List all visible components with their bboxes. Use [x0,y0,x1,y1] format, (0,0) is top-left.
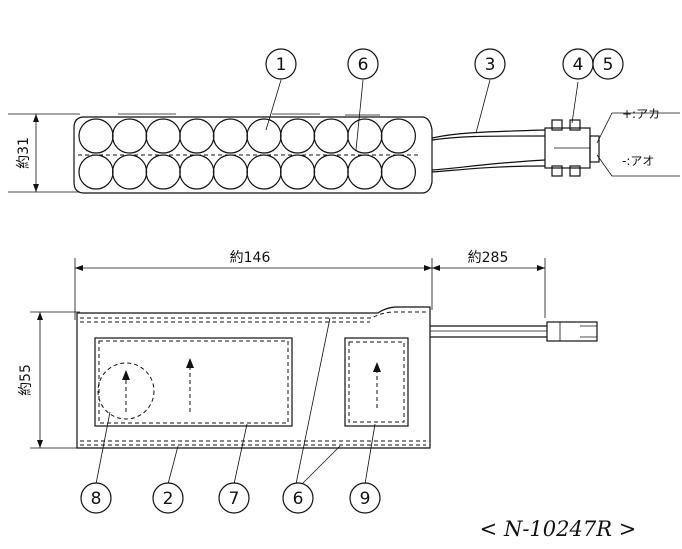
cell-1-8 [313,118,349,154]
cell-2-9 [347,154,383,190]
callout-3: 3 [474,48,506,80]
leader-6-top [355,79,364,151]
dim-width-label: 約55 [18,364,34,396]
cell-1-5 [212,118,248,154]
callout-7-text: 7 [229,489,240,509]
dim-length-label: 約146 [230,250,271,266]
top-pack-outline [73,116,433,194]
callout-4-text: 4 [573,55,584,75]
cell-2-4 [179,154,215,190]
leader-3 [475,79,491,134]
cell-1-10 [380,118,416,154]
dim-height-top: 約31 [8,113,80,193]
cell-2-2 [112,154,148,190]
callout-8-text: 8 [91,489,102,509]
top-cable-upper-2 [431,135,546,141]
sub-label-arrow-head [373,362,381,372]
bottom-connector [546,321,598,342]
leader-6-bottom-a [295,317,331,485]
callout-6-top: 6 [347,48,379,80]
label-arrow-head [186,358,194,368]
cell-2-7 [280,154,316,190]
top-connector [544,119,600,177]
bottom-top-dashed-edge [80,311,426,319]
positive-leader [596,112,680,144]
bottom-view: 約146 約285 約55 [18,250,598,485]
leader-1 [265,79,282,131]
dim-length: 約146 [74,250,433,320]
cell-1-7 [280,118,316,154]
callout-1-text: 1 [276,55,287,75]
callout-2: 2 [152,482,184,514]
cell-2-3 [145,154,181,190]
callout-5-text: 5 [603,55,614,75]
cell-1-9 [347,118,383,154]
dim-lead-label: 約285 [468,250,509,266]
drawing-code: < N-10247R > [480,517,637,541]
bottom-pack-outline [76,306,431,449]
cell-2-10 [380,154,416,190]
mark-circle [97,362,155,420]
negative-leader [596,154,680,177]
cell-2-6 [246,154,282,190]
leader-4 [571,81,579,124]
leader-9 [364,423,376,485]
leader-8 [95,411,111,485]
top-cable-lower-2 [431,165,546,173]
leader-7 [233,423,248,485]
cell-1-4 [179,118,215,154]
callout-9: 9 [349,482,381,514]
dim-lead: 約285 [432,250,546,318]
callout-1: 1 [265,48,297,80]
callout-9-text: 9 [360,489,371,509]
dim-height-top-label: 約31 [16,137,32,169]
cell-1-3 [145,118,181,154]
leader-2 [167,445,179,485]
top-cable-lower [431,159,546,171]
callout-6-bottom: 6 [282,482,314,514]
callout-3-text: 3 [485,55,496,75]
negative-label: -:アオ [622,154,654,168]
callout-2-text: 2 [163,489,174,509]
sub-label-inner [348,341,405,423]
mark-arrow-head [122,370,130,380]
cell-array [78,118,416,190]
dim-width: 約55 [18,311,80,449]
callout-8: 8 [80,482,112,514]
cell-2-8 [313,154,349,190]
top-cable-upper [431,129,546,139]
top-view: +:アカ -:アオ 約31 [8,79,680,194]
positive-label: +:アカ [622,107,660,121]
cell-1-6 [246,118,282,154]
sub-label-outer [344,337,409,427]
callout-5: 5 [592,48,624,80]
cell-1-2 [112,118,148,154]
label-area-inner [98,340,289,424]
cell-2-1 [78,154,114,190]
callout-6-top-text: 6 [358,55,369,75]
cell-2-5 [212,154,248,190]
cell-1-1 [78,118,114,154]
callout-6-bottom-text: 6 [293,489,304,509]
callout-4: 4 [562,48,594,80]
callout-7: 7 [218,482,250,514]
label-area-outer [94,337,293,427]
leader-6-bottom-b [301,445,341,485]
